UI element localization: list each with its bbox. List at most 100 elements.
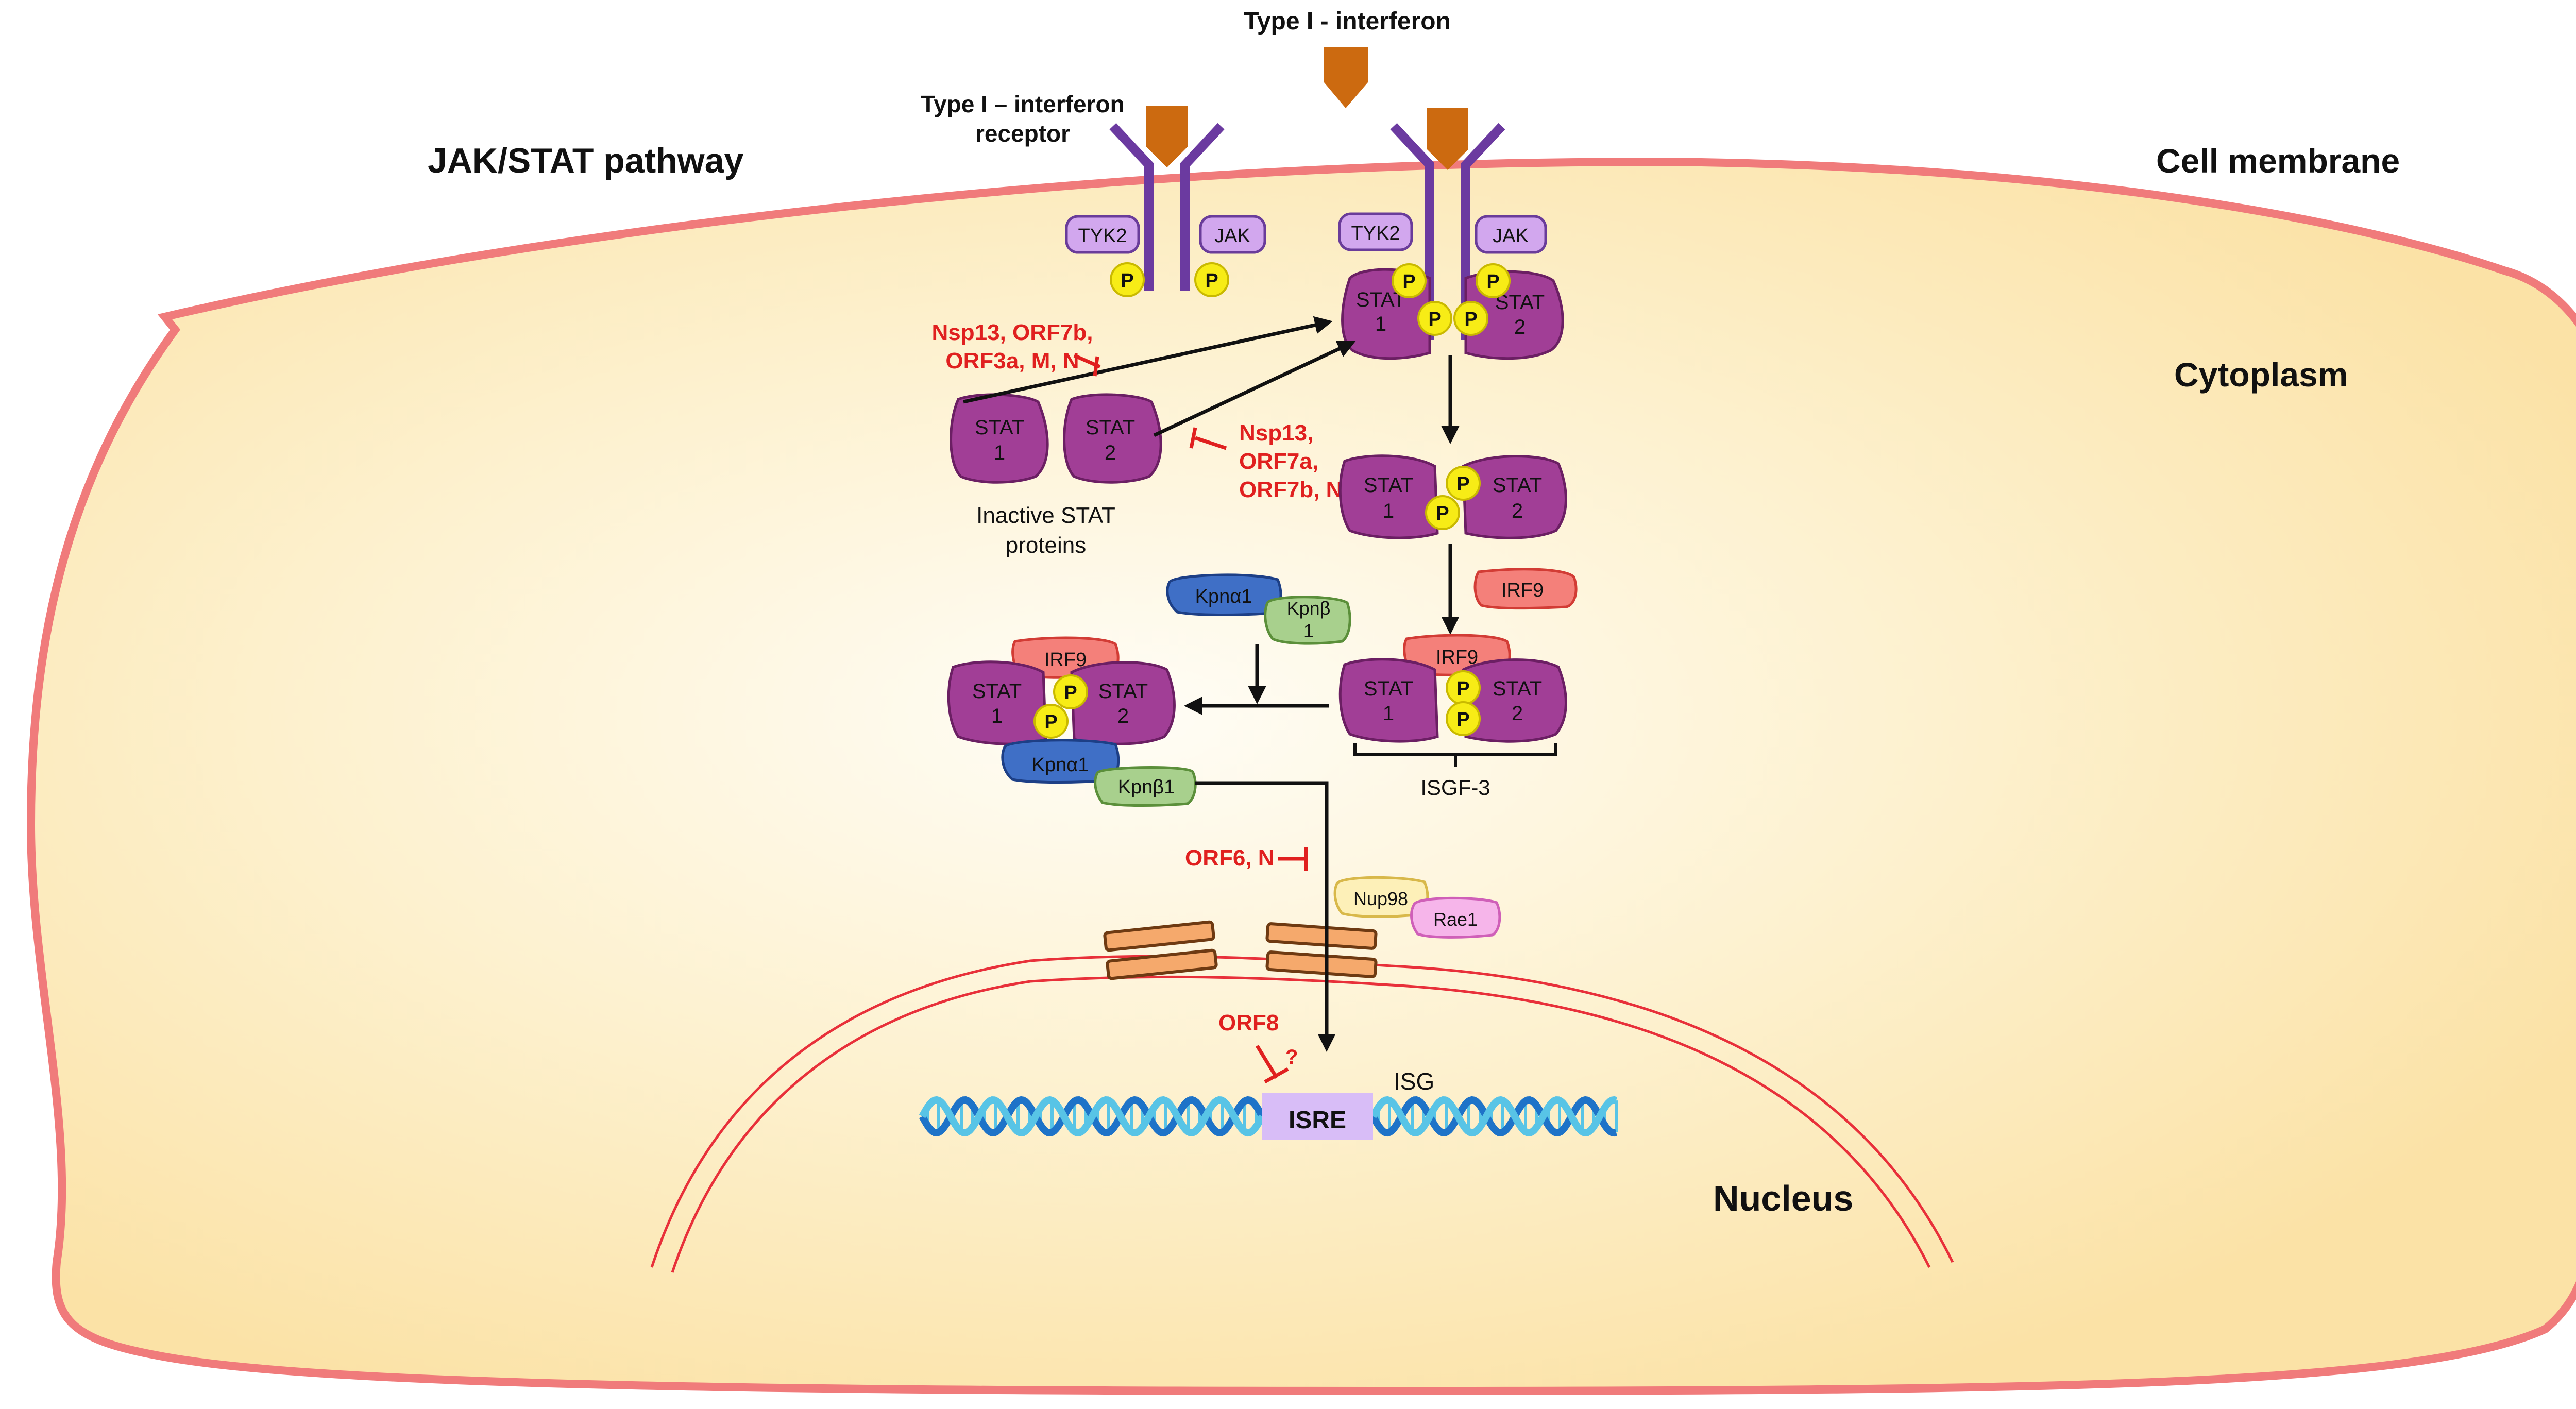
nuclear-pore-left bbox=[1103, 920, 1218, 980]
svg-text:P: P bbox=[1456, 678, 1469, 700]
irf9-free bbox=[1473, 568, 1578, 610]
svg-text:STAT: STAT bbox=[972, 680, 1022, 703]
svg-text:STAT: STAT bbox=[1364, 474, 1413, 497]
tyk2-left bbox=[1065, 215, 1140, 254]
stat1-isgf3: STAT 1 bbox=[1338, 658, 1439, 743]
arrow-import-path bbox=[1195, 781, 1336, 1052]
nucleus-label: Nucleus bbox=[1713, 1178, 1853, 1218]
dna-helix bbox=[919, 1096, 1618, 1137]
svg-text:1: 1 bbox=[1383, 500, 1394, 522]
svg-text:P: P bbox=[1436, 503, 1449, 524]
svg-text:P: P bbox=[1428, 309, 1441, 330]
svg-text:STAT: STAT bbox=[1493, 474, 1542, 497]
phospho-r2: P bbox=[1476, 263, 1511, 298]
svg-text:P: P bbox=[1456, 473, 1469, 495]
tyk2-right-label: TYK2 bbox=[1351, 223, 1400, 244]
svg-text:P: P bbox=[1044, 711, 1057, 733]
phospho-i2: P bbox=[1446, 701, 1481, 736]
svg-text:2: 2 bbox=[1105, 442, 1116, 464]
jak-right bbox=[1475, 215, 1547, 254]
rae1 bbox=[1410, 896, 1501, 939]
interferon-ligand-bound-left-icon bbox=[1146, 106, 1188, 167]
phospho-left-b: P bbox=[1194, 262, 1229, 297]
receptor-left bbox=[1109, 106, 1225, 291]
stat2-import: STAT 2 bbox=[1070, 661, 1176, 745]
phospho-i1: P bbox=[1446, 670, 1481, 705]
phospho-r1: P bbox=[1392, 263, 1427, 298]
kpna1-import-label: Kpnα1 bbox=[1032, 754, 1089, 776]
kpnb1-free bbox=[1264, 596, 1351, 645]
phospho-left-a: P bbox=[1110, 262, 1145, 297]
dna-strand bbox=[1369, 1096, 1617, 1137]
interferon-ligand-icon bbox=[1324, 47, 1368, 108]
membrane-label: Cell membrane bbox=[2156, 142, 2400, 180]
phospho-d2: P bbox=[1425, 495, 1460, 530]
inhibitor-a-line2: ORF3a, M, N bbox=[945, 348, 1079, 374]
svg-text:2: 2 bbox=[1514, 316, 1526, 338]
svg-text:P: P bbox=[1464, 309, 1477, 330]
inactive-stat-label-2: proteins bbox=[1006, 533, 1087, 558]
receptor-label-2: receptor bbox=[975, 120, 1070, 147]
inhibitor-d: ORF8 bbox=[1218, 1010, 1279, 1035]
inhibitor-c-bar-icon bbox=[1278, 847, 1308, 871]
svg-text:1: 1 bbox=[991, 705, 1003, 727]
phospho-m2: P bbox=[1033, 704, 1069, 739]
stat1-inactive: STAT 1 bbox=[950, 393, 1049, 484]
interferon-ligand-bound-right-icon bbox=[1427, 108, 1468, 170]
kpnb-free-label: Kpnβ bbox=[1287, 598, 1331, 619]
inhibitor-d-bar-icon bbox=[1256, 1045, 1289, 1084]
nuclear-envelope-inner bbox=[671, 980, 1931, 1273]
isgf3-label: ISGF-3 bbox=[1420, 775, 1490, 800]
inhibitor-c: ORF6, N bbox=[1185, 845, 1275, 871]
stat2-dimer: STAT 2 bbox=[1462, 455, 1567, 539]
interferon-label: Type I - interferon bbox=[1244, 8, 1451, 35]
svg-text:P: P bbox=[1402, 271, 1415, 293]
cytoplasm-label: Cytoplasm bbox=[2174, 355, 2348, 394]
svg-text:STAT: STAT bbox=[1086, 416, 1135, 439]
phospho-r4: P bbox=[1453, 301, 1488, 336]
nup98-label: Nup98 bbox=[1353, 888, 1408, 909]
stat2-inactive: STAT 2 bbox=[1063, 393, 1162, 484]
svg-text:P: P bbox=[1121, 270, 1133, 292]
irf9-isgf3-label: IRF9 bbox=[1436, 647, 1478, 668]
cell-membrane bbox=[26, 158, 2576, 1396]
arrow-stat2-to-receptor bbox=[1153, 341, 1356, 437]
rae1-label: Rae1 bbox=[1433, 909, 1478, 930]
irf9-import-label: IRF9 bbox=[1044, 649, 1087, 671]
phospho-m1: P bbox=[1053, 674, 1088, 709]
irf9-free-label: IRF9 bbox=[1501, 580, 1544, 601]
svg-text:1: 1 bbox=[1383, 702, 1394, 725]
jak-right-label: JAK bbox=[1493, 225, 1529, 247]
isg-label: ISG bbox=[1394, 1068, 1434, 1095]
svg-text:P: P bbox=[1064, 682, 1077, 704]
inhibitor-b-bar-icon bbox=[1189, 427, 1227, 450]
nuclear-envelope-outer bbox=[650, 959, 1954, 1268]
kpnb1-import-label: Kpnβ1 bbox=[1118, 776, 1175, 798]
svg-text:P: P bbox=[1205, 270, 1218, 292]
stat1-dimer: STAT 1 bbox=[1338, 454, 1439, 539]
isre-label: ISRE bbox=[1289, 1107, 1346, 1134]
inactive-stat-label-1: Inactive STAT bbox=[976, 503, 1115, 528]
phospho-d1: P bbox=[1446, 466, 1481, 501]
svg-text:P: P bbox=[1486, 271, 1499, 293]
question-mark: ? bbox=[1285, 1046, 1298, 1068]
svg-text:STAT: STAT bbox=[1098, 680, 1148, 703]
jak-left bbox=[1199, 215, 1266, 254]
dna-strand bbox=[1369, 1096, 1617, 1137]
svg-text:2: 2 bbox=[1512, 702, 1523, 725]
nuclear-pore-right bbox=[1265, 922, 1378, 978]
jak-left-label: JAK bbox=[1214, 225, 1250, 247]
arrow-stat1-to-receptor bbox=[963, 316, 1333, 404]
kpnb-free-label-2: 1 bbox=[1303, 620, 1314, 641]
inhibitor-a-bar-icon bbox=[1073, 353, 1101, 377]
svg-text:STAT: STAT bbox=[975, 416, 1024, 439]
inhibitor-a-line1: Nsp13, ORF7b, bbox=[932, 320, 1093, 345]
receptor-label-1: Type I – interferon bbox=[921, 91, 1124, 117]
svg-text:2: 2 bbox=[1512, 500, 1523, 522]
svg-text:1: 1 bbox=[994, 442, 1005, 464]
inhibitor-b-line3: ORF7b, N bbox=[1239, 477, 1342, 502]
kpna1-free-label: Kpnα1 bbox=[1195, 586, 1252, 607]
isre-box bbox=[1262, 1093, 1373, 1140]
